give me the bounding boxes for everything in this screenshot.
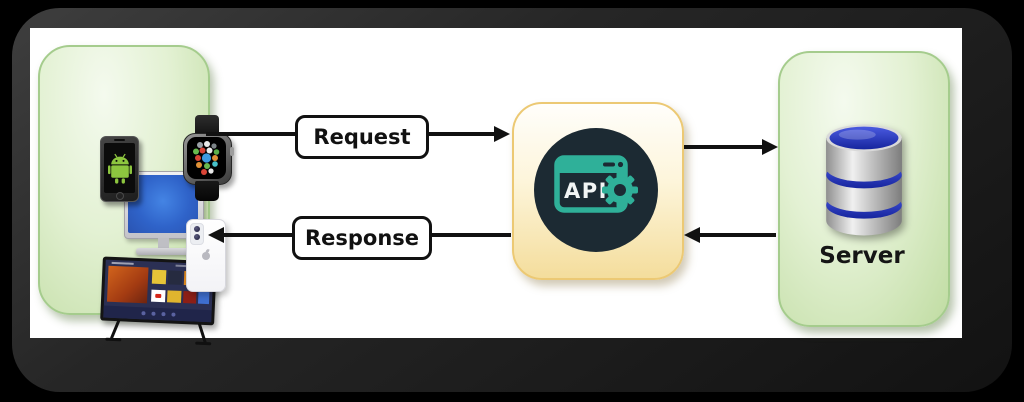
browser-title-bar <box>557 158 625 173</box>
iphone-camera-module <box>190 223 204 245</box>
response-label: Response <box>292 216 432 260</box>
server-to-api-arrow <box>684 227 776 243</box>
android-phone-icon <box>100 136 139 202</box>
watch-strap <box>195 181 219 201</box>
api-browser-icon: API <box>554 155 638 213</box>
phone-home-button <box>116 192 124 200</box>
apple-watch-icon <box>183 115 234 201</box>
phone-screen <box>104 143 135 193</box>
apple-logo-icon <box>202 252 210 260</box>
monitor-base <box>136 248 192 255</box>
database-icon <box>826 124 902 236</box>
api-circle: API <box>534 128 658 252</box>
watch-app-grid <box>193 141 220 175</box>
watch-strap <box>195 115 219 137</box>
monitor-stand <box>158 238 169 249</box>
client-devices-node <box>38 45 234 346</box>
gear-icon <box>602 172 638 208</box>
watch-screen <box>187 137 226 179</box>
server-label: Server <box>819 243 905 269</box>
request-label: Request <box>295 115 429 159</box>
api-label: API <box>564 179 608 203</box>
android-robot-icon <box>107 153 132 184</box>
api-to-server-arrow <box>684 139 778 155</box>
phone-speaker <box>114 139 125 141</box>
watch-crown <box>230 147 234 156</box>
